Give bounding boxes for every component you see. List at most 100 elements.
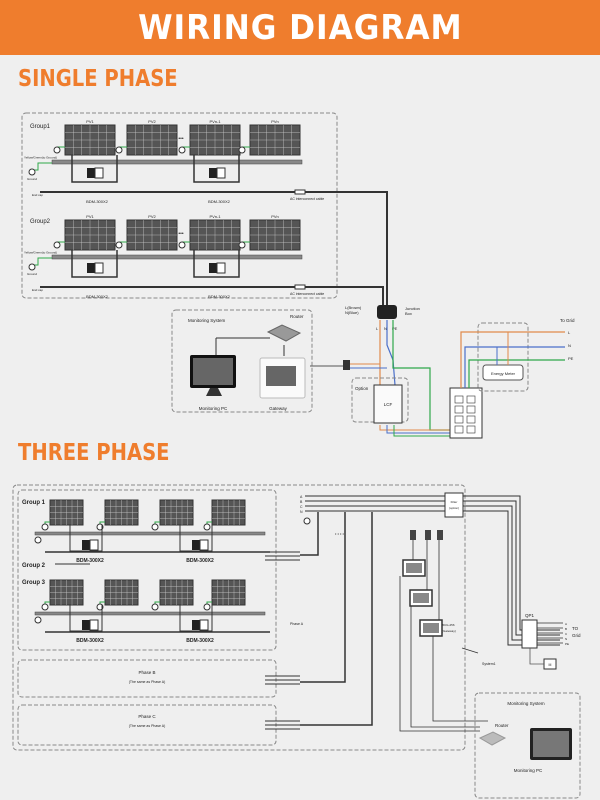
junction-box-label: Junction xyxy=(405,306,420,311)
terminal-label: N xyxy=(384,326,387,331)
breaker xyxy=(454,425,464,434)
monitoring-system-label: Monitoring System xyxy=(188,318,226,323)
panel-label: PVn-1 xyxy=(209,214,221,219)
breaker xyxy=(437,530,443,540)
monitor-screen xyxy=(533,731,569,757)
system1-boundary xyxy=(12,484,466,751)
ac-trunk-cable xyxy=(355,191,388,305)
gateway-screen xyxy=(423,623,439,633)
grid-line-label: A xyxy=(565,622,567,626)
ground-label: Ground xyxy=(27,177,37,181)
gateway-label: Gateway xyxy=(269,406,288,411)
comm-cable xyxy=(399,576,480,732)
microinverter xyxy=(89,539,99,551)
grid-line-label: B xyxy=(565,627,567,631)
to-grid-label: To Grid xyxy=(560,318,575,323)
monitoring-system-label: Monitoring System xyxy=(507,701,545,706)
end-cap-label: End cap xyxy=(32,193,43,197)
breaker xyxy=(466,405,476,414)
grid-line-label: N xyxy=(565,637,567,641)
ground-label: Ground xyxy=(27,272,37,276)
system1-label: System1 xyxy=(482,662,496,666)
panel-label: PVn xyxy=(271,214,279,219)
microinverter xyxy=(82,620,90,630)
grid-line-label: L xyxy=(568,330,571,335)
ground-icon xyxy=(53,241,61,249)
ground-wire xyxy=(32,257,52,266)
mounting-rail xyxy=(34,531,266,536)
gateway-screen xyxy=(413,593,429,603)
router-icon xyxy=(478,731,507,746)
bus-N xyxy=(462,510,560,646)
ground-icon xyxy=(178,146,186,154)
ground-icon xyxy=(303,517,311,525)
panel-label: PV2 xyxy=(148,119,156,124)
bus-C xyxy=(462,505,560,641)
ellipsis: ••• xyxy=(178,136,184,142)
meter-link xyxy=(529,648,544,665)
dc-wire xyxy=(71,155,118,183)
title-banner: WIRING DIAGRAM xyxy=(0,0,600,55)
ground-icon xyxy=(178,241,186,249)
gateway-label: (Gateway) xyxy=(442,629,456,633)
l-wire xyxy=(379,425,450,431)
lcf-box xyxy=(373,384,403,424)
gateway-screen xyxy=(266,366,296,386)
ground-icon xyxy=(34,616,42,624)
dc-wire xyxy=(69,525,103,552)
microinverter xyxy=(87,263,95,273)
group-label: Group2 xyxy=(30,219,51,225)
microinverter xyxy=(216,262,226,274)
ground-icon xyxy=(238,146,246,154)
phase-b-label: Phase B xyxy=(138,670,155,675)
energy-meter xyxy=(482,364,524,381)
bus-label: C xyxy=(300,505,303,509)
monitoring-system-boundary xyxy=(474,692,581,799)
mounting-rail xyxy=(34,611,266,616)
microinverter xyxy=(82,540,90,550)
group-label: Group1 xyxy=(30,124,51,130)
section-three-phase: THREE PHASE xyxy=(18,440,170,466)
breaker xyxy=(466,415,476,424)
grid-line-label: PE xyxy=(568,356,574,361)
panel-label: PV1 xyxy=(86,214,94,219)
bus-label: A xyxy=(300,495,303,499)
grid-line-label: PE xyxy=(565,642,569,646)
ac-cable-label: AC interconnect cable xyxy=(290,197,324,201)
energy-meter-label: Energy Meter xyxy=(491,371,516,376)
ground-icon xyxy=(53,146,61,154)
group-label: Group 2 xyxy=(22,563,46,569)
monitoring-pc-label: Monitoring PC xyxy=(514,768,543,773)
panel-label: PV2 xyxy=(148,214,156,219)
junction-box-label: Box xyxy=(405,311,412,316)
phase-feed xyxy=(300,512,319,556)
microinverter-label: BDM-300X2 xyxy=(208,199,231,204)
dc-wire xyxy=(179,605,213,632)
microinverter xyxy=(209,263,217,273)
bus-label: N xyxy=(300,510,303,514)
ground-icon xyxy=(34,536,42,544)
dc-wire xyxy=(179,525,213,552)
ellipsis: ••• xyxy=(178,231,184,237)
microinverter-label: BDM-300X2 xyxy=(76,638,104,644)
mounting-rail xyxy=(51,159,303,165)
n-wire xyxy=(386,320,396,386)
l-wire-label: L(Brown) xyxy=(345,305,362,310)
breaker xyxy=(454,405,464,414)
ground-icon xyxy=(151,603,159,611)
microinverter xyxy=(216,167,226,179)
energy-meter-boundary xyxy=(477,322,529,392)
ground-icon xyxy=(203,603,211,611)
microinverter-label: BDM-300X2 xyxy=(186,558,214,564)
group-label: Group 3 xyxy=(22,580,46,586)
ground-icon xyxy=(41,523,49,531)
panel-label: PVn xyxy=(271,119,279,124)
breaker xyxy=(454,415,464,424)
router-label: Router xyxy=(495,723,509,728)
grid-pe-wire xyxy=(468,359,565,388)
ground-icon xyxy=(238,241,246,249)
phase-feed xyxy=(300,512,373,726)
phase-b-note: (The same as Phase A) xyxy=(129,680,166,684)
phase-c-note: (The same as Phase A) xyxy=(129,724,166,728)
